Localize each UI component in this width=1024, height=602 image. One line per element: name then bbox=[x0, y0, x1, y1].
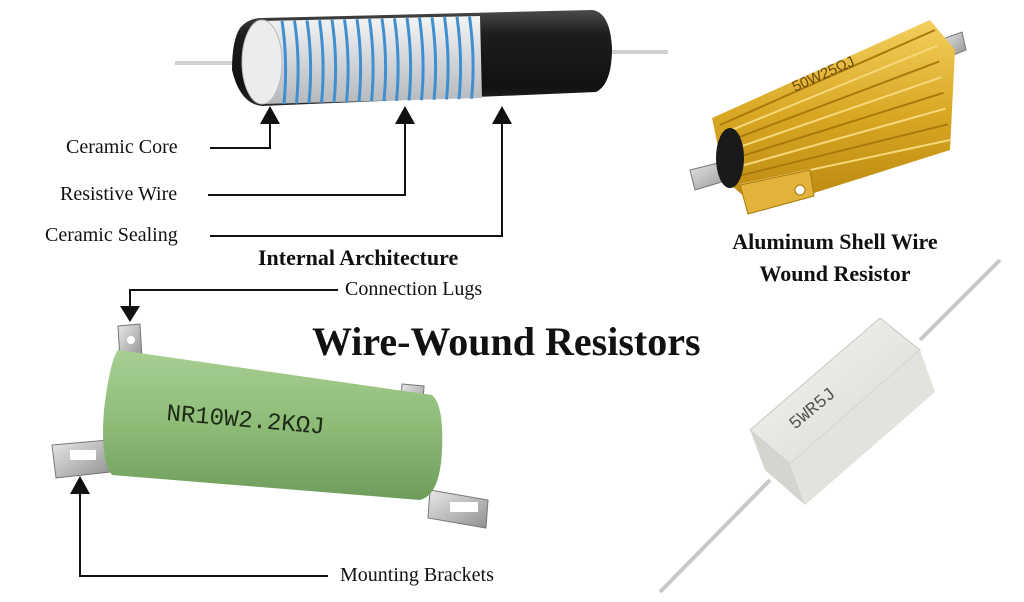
internal-callouts bbox=[208, 118, 503, 237]
heat-sink-fins bbox=[719, 29, 951, 186]
wire-turn bbox=[330, 19, 338, 103]
green-callouts bbox=[79, 289, 338, 577]
aluminum-shell-resistor: 50W25ΩJ bbox=[689, 20, 967, 215]
wire-turn bbox=[355, 18, 363, 103]
wire-turn bbox=[343, 19, 350, 103]
resistive-wire-leader bbox=[208, 118, 406, 196]
wire-turn bbox=[405, 17, 413, 101]
mounting-flange bbox=[739, 169, 815, 215]
wire-turn bbox=[293, 20, 300, 104]
arrow-mounting-brackets bbox=[70, 476, 90, 494]
label-mounting-brackets: Mounting Brackets bbox=[340, 564, 494, 586]
green-resistor: NR10W2.2KΩJ bbox=[51, 323, 489, 529]
cement-body-top bbox=[790, 350, 935, 505]
wire-turn bbox=[305, 20, 313, 104]
ceramic-sealing-leader bbox=[210, 118, 503, 237]
flange-hole bbox=[794, 184, 806, 196]
heat-sink-fin bbox=[731, 91, 944, 161]
green-resistor-body bbox=[103, 350, 443, 500]
arrow-ceramic-core bbox=[260, 106, 280, 124]
cement-body-end bbox=[750, 430, 805, 505]
caption-aluminum-line2: Wound Resistor bbox=[759, 261, 911, 286]
wire-turn bbox=[430, 17, 438, 100]
left-lug-hole bbox=[127, 336, 135, 344]
page-title: Wire-Wound Resistors bbox=[312, 319, 701, 364]
left-bracket-slot bbox=[70, 450, 96, 460]
label-ceramic-core: Ceramic Core bbox=[66, 136, 178, 158]
label-resistive-wire: Resistive Wire bbox=[60, 183, 178, 205]
wire-turn bbox=[318, 19, 325, 104]
arrow-ceramic-sealing bbox=[492, 106, 512, 124]
heat-sink-fin bbox=[725, 60, 940, 144]
arrow-resistive-wire bbox=[395, 106, 415, 124]
right-bracket-slot bbox=[450, 502, 478, 512]
end-seal bbox=[716, 128, 744, 188]
wire-turn bbox=[368, 18, 375, 102]
wire-turn bbox=[380, 18, 388, 102]
resistive-wire-coil bbox=[280, 16, 475, 105]
heat-sink-fin bbox=[719, 29, 936, 126]
heat-sink-fin bbox=[728, 76, 942, 152]
label-ceramic-sealing: Ceramic Sealing bbox=[45, 224, 178, 246]
heat-sink-fin bbox=[722, 44, 938, 135]
wire-turn bbox=[418, 17, 425, 101]
heat-sink-fin bbox=[736, 123, 949, 178]
heat-sink-fin bbox=[734, 107, 946, 169]
cement-resistor: 5WR5J bbox=[658, 258, 1002, 594]
wire-turn bbox=[468, 16, 475, 99]
wire-turn bbox=[393, 18, 400, 101]
wire-turn bbox=[443, 16, 450, 100]
caption-aluminum-line1: Aluminum Shell Wire bbox=[732, 229, 938, 254]
wire-turn bbox=[280, 20, 288, 105]
arrow-connection-lugs bbox=[120, 306, 140, 322]
heading-internal-architecture: Internal Architecture bbox=[258, 245, 459, 270]
wire-turn bbox=[455, 16, 463, 100]
green-arrowheads bbox=[70, 306, 140, 494]
connection-lugs-leader bbox=[129, 289, 338, 312]
mounting-brackets-leader bbox=[79, 488, 328, 577]
core-end-cap bbox=[241, 19, 283, 105]
cement-lower-lead bbox=[658, 478, 772, 594]
label-connection-lugs: Connection Lugs bbox=[345, 278, 483, 300]
cement-upper-lead bbox=[918, 258, 1002, 342]
internal-architecture-resistor bbox=[175, 10, 668, 106]
ceramic-core-leader bbox=[210, 118, 271, 149]
internal-arrowheads bbox=[260, 106, 512, 124]
